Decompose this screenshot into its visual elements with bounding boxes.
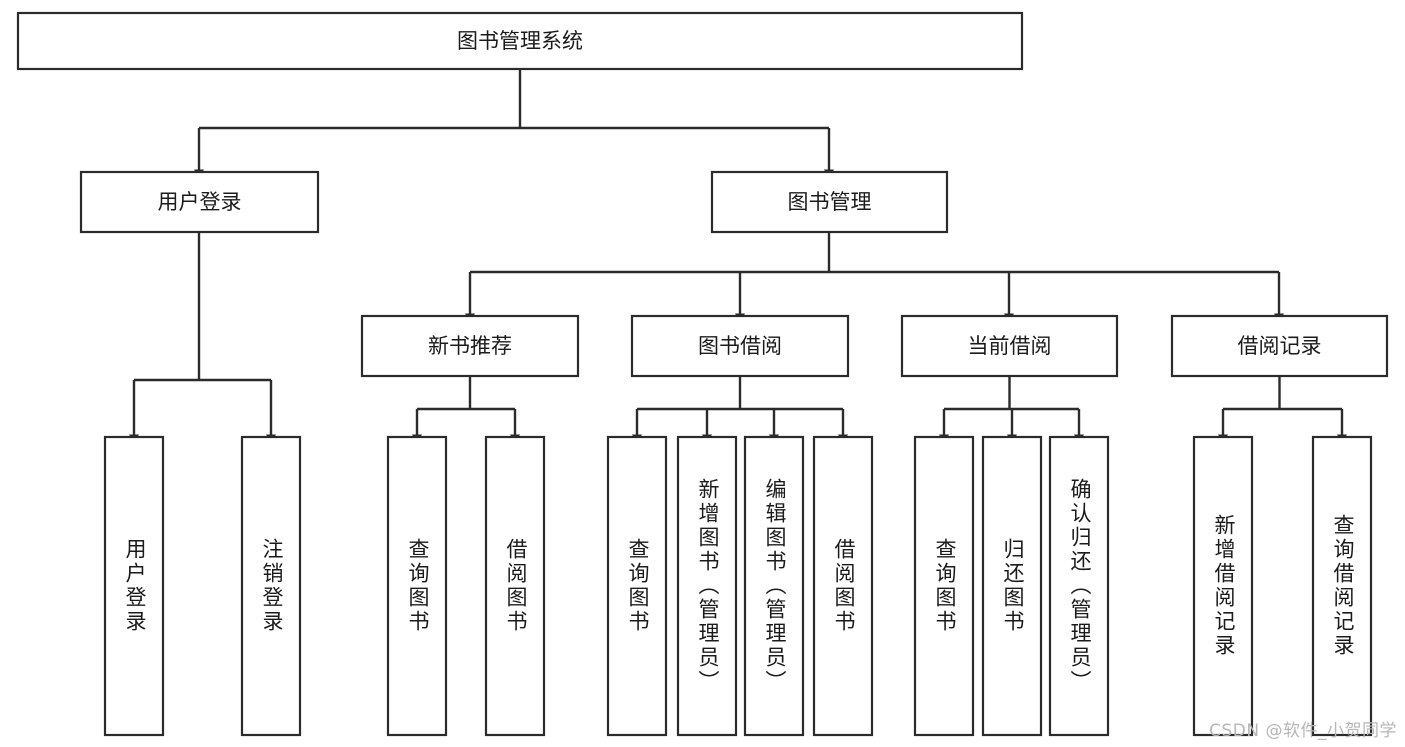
node-label-leaf-query-book-1: 查询图书: [406, 538, 430, 634]
node-box-leaf-query-book-1: [386, 435, 448, 737]
node-label-leaf-logout-login: 注销登录: [260, 538, 284, 634]
node-label-leaf-borrow-book-1: 借阅图书: [504, 538, 528, 634]
node-box-leaf-add-borrow-record: [1192, 435, 1254, 737]
node-label-leaf-confirm-return-admin: 确认归还（管理员）: [1068, 478, 1092, 694]
node-label-leaf-borrow-book-2: 借阅图书: [832, 538, 856, 634]
node-new-book-recommend[interactable]: 新书推荐: [360, 314, 580, 378]
node-leaf-query-borrow-record[interactable]: 查询借阅记录: [1311, 435, 1373, 737]
node-box-book-borrow: [630, 314, 850, 378]
node-box-leaf-add-book-admin: [676, 435, 738, 737]
node-label-borrow-record: 借阅记录: [1238, 334, 1322, 358]
node-leaf-query-book-1[interactable]: 查询图书: [386, 435, 448, 737]
node-label-new-book-recommend: 新书推荐: [428, 334, 512, 358]
node-leaf-return-book[interactable]: 归还图书: [981, 435, 1043, 737]
node-label-current-borrow: 当前借阅: [968, 334, 1052, 358]
node-box-book-manage: [710, 170, 949, 234]
node-root[interactable]: 图书管理系统: [16, 11, 1024, 71]
node-leaf-add-borrow-record[interactable]: 新增借阅记录: [1192, 435, 1254, 737]
watermark-text: CSDN @软件_小贺同学: [1209, 721, 1397, 741]
node-leaf-borrow-book-1[interactable]: 借阅图书: [484, 435, 546, 737]
node-label-root: 图书管理系统: [457, 29, 583, 53]
node-box-leaf-user-login: [103, 435, 165, 737]
node-box-leaf-edit-book-admin: [743, 435, 805, 737]
nodes-layer: 图书管理系统用户登录图书管理新书推荐图书借阅当前借阅借阅记录用户登录注销登录查询…: [16, 11, 1389, 737]
node-box-leaf-query-book-2: [606, 435, 668, 737]
node-box-borrow-record: [1170, 314, 1389, 378]
node-label-leaf-query-book-2: 查询图书: [626, 538, 650, 634]
node-box-leaf-query-book-3: [913, 435, 975, 737]
node-label-leaf-edit-book-admin: 编辑图书（管理员）: [763, 478, 787, 694]
node-label-leaf-user-login: 用户登录: [123, 538, 147, 634]
node-book-manage[interactable]: 图书管理: [710, 170, 949, 234]
node-box-leaf-return-book: [981, 435, 1043, 737]
node-label-user-login: 用户登录: [158, 190, 242, 214]
node-box-new-book-recommend: [360, 314, 580, 378]
node-user-login[interactable]: 用户登录: [79, 170, 320, 234]
edges-layer: [129, 69, 1347, 444]
node-leaf-confirm-return-admin[interactable]: 确认归还（管理员）: [1048, 435, 1110, 737]
node-book-borrow[interactable]: 图书借阅: [630, 314, 850, 378]
node-box-leaf-confirm-return-admin: [1048, 435, 1110, 737]
node-box-leaf-query-borrow-record: [1311, 435, 1373, 737]
node-label-book-manage: 图书管理: [788, 190, 872, 214]
node-label-leaf-query-book-3: 查询图书: [933, 538, 957, 634]
node-leaf-borrow-book-2[interactable]: 借阅图书: [812, 435, 874, 737]
node-box-current-borrow: [900, 314, 1119, 378]
node-leaf-logout-login[interactable]: 注销登录: [240, 435, 302, 737]
node-box-root: [16, 11, 1024, 71]
node-box-leaf-borrow-book-1: [484, 435, 546, 737]
node-label-leaf-return-book: 归还图书: [1001, 538, 1025, 634]
node-label-leaf-add-book-admin: 新增图书（管理员）: [696, 478, 720, 694]
node-leaf-edit-book-admin[interactable]: 编辑图书（管理员）: [743, 435, 805, 737]
node-current-borrow[interactable]: 当前借阅: [900, 314, 1119, 378]
node-label-leaf-add-borrow-record: 新增借阅记录: [1212, 514, 1236, 658]
node-borrow-record[interactable]: 借阅记录: [1170, 314, 1389, 378]
node-label-leaf-query-borrow-record: 查询借阅记录: [1331, 514, 1355, 658]
node-box-leaf-logout-login: [240, 435, 302, 737]
node-leaf-add-book-admin[interactable]: 新增图书（管理员）: [676, 435, 738, 737]
node-box-leaf-borrow-book-2: [812, 435, 874, 737]
node-leaf-user-login[interactable]: 用户登录: [103, 435, 165, 737]
node-leaf-query-book-3[interactable]: 查询图书: [913, 435, 975, 737]
node-box-user-login: [79, 170, 320, 234]
node-leaf-query-book-2[interactable]: 查询图书: [606, 435, 668, 737]
node-label-book-borrow: 图书借阅: [698, 334, 782, 358]
